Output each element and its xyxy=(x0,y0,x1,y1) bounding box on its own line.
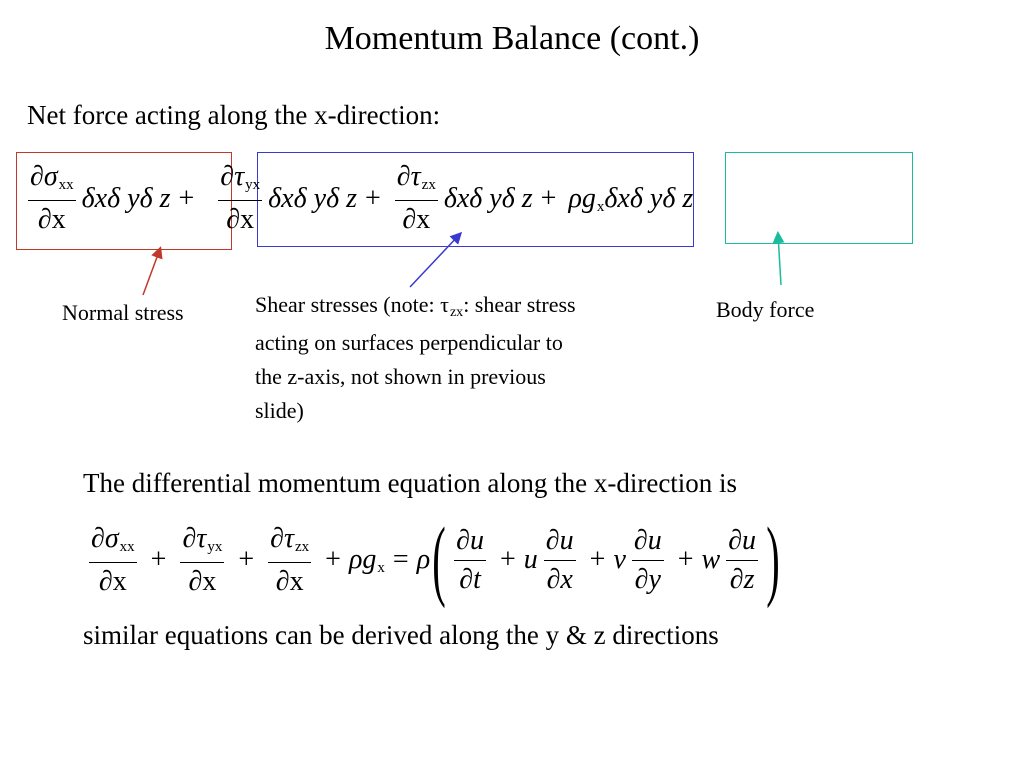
subscript: yx xyxy=(245,177,261,193)
variable-x: x xyxy=(240,204,255,235)
subscript: xx xyxy=(58,177,74,193)
normal-stress-label: Normal stress xyxy=(62,300,184,325)
partial-symbol: ∂ xyxy=(402,204,417,235)
left-paren: ( xyxy=(432,510,446,609)
volume-term: δxδ yδ z xyxy=(268,182,357,214)
subscript: zx xyxy=(421,177,436,193)
v-symbol: v xyxy=(613,544,626,575)
right-paren: ) xyxy=(766,510,780,609)
normal-stress-arrow xyxy=(142,246,163,296)
body-force-box xyxy=(725,152,913,244)
body-force-arrow xyxy=(772,231,785,286)
body-force-term: ρgxδxδ yδ z xyxy=(568,182,694,215)
du-dy-fraction: ∂u ∂y xyxy=(631,524,664,595)
variable-x: x xyxy=(416,204,431,235)
intro-text: Net force acting along the x-direction: xyxy=(27,100,441,130)
equals-sign: = xyxy=(392,544,409,575)
partial-symbol: ∂ xyxy=(226,204,241,235)
volume-term: δxδ yδ z xyxy=(81,182,171,214)
plus-sign: + xyxy=(238,544,255,575)
volume-term: δxδ yδ z xyxy=(443,182,533,214)
partial-symbol: ∂ xyxy=(37,204,52,235)
plus-sign: + xyxy=(589,544,606,575)
plus-sign: + xyxy=(540,182,557,214)
plus-sign: + xyxy=(178,182,195,214)
differential-text: The differential momentum equation along… xyxy=(83,468,738,498)
plus-sign: + xyxy=(500,544,516,575)
plus-sign: + xyxy=(677,544,694,575)
tau-symbol: τ xyxy=(234,161,245,192)
u-symbol: u xyxy=(523,544,538,575)
sigma-symbol: σ xyxy=(43,161,58,192)
rho-symbol: ρ xyxy=(416,544,431,575)
du-dt-fraction: ∂u ∂t xyxy=(454,524,486,595)
tau-symbol: τ xyxy=(410,161,421,192)
shear-stress-label: Shear stresses (note: τzx: shear stress … xyxy=(255,292,576,423)
shear-stress-arrow xyxy=(409,231,463,288)
partial-symbol: ∂ xyxy=(220,161,235,192)
plus-sign: + xyxy=(364,182,381,214)
partial-symbol: ∂ xyxy=(396,161,411,192)
du-dx-fraction: ∂u ∂x xyxy=(543,524,576,595)
shear-stress-box xyxy=(257,152,694,247)
normal-stress-box xyxy=(16,152,232,250)
variable-x: x xyxy=(51,204,66,235)
slide-title: Momentum Balance (cont.) xyxy=(324,20,700,57)
plus-sign: + xyxy=(325,544,341,575)
plus-sign: + xyxy=(150,544,167,575)
du-dz-fraction: ∂u ∂z xyxy=(726,524,759,595)
partial-symbol: ∂ xyxy=(30,161,44,192)
w-symbol: w xyxy=(701,544,721,575)
similar-text: similar equations can be derived along t… xyxy=(83,620,719,650)
body-force-term: ρgx xyxy=(348,544,385,576)
body-force-label: Body force xyxy=(716,297,815,322)
